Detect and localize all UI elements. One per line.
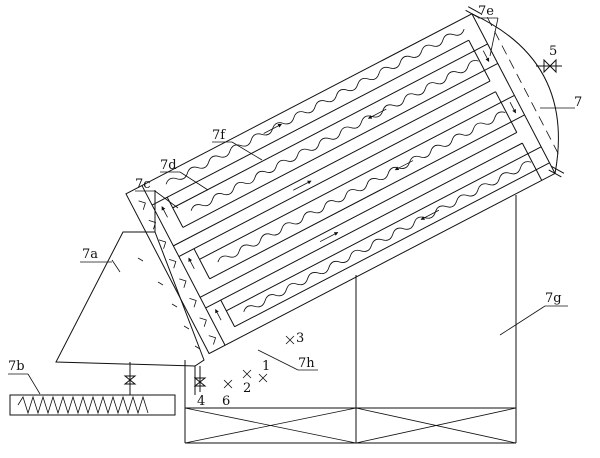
label-7h: 7h <box>298 356 315 371</box>
screw-conveyor <box>9 362 176 416</box>
support-frame <box>184 195 517 444</box>
label-7f: 7f <box>212 128 226 143</box>
label-6: 6 <box>222 394 230 409</box>
heat-channels <box>151 28 550 328</box>
labels: 7 7a 7b 7c 7d 7e 7f 7g 7h 1 2 3 4 5 6 <box>8 4 582 409</box>
label-7d: 7d <box>160 158 177 173</box>
label-7: 7 <box>574 95 582 110</box>
label-3: 3 <box>296 331 304 346</box>
label-5: 5 <box>549 44 557 59</box>
label-7a: 7a <box>82 247 98 262</box>
valve-5 <box>536 58 562 74</box>
label-1: 1 <box>262 359 270 374</box>
drum-body <box>125 6 565 355</box>
small-valves <box>223 335 295 389</box>
label-7g: 7g <box>545 291 562 306</box>
end-cap <box>471 13 559 174</box>
label-7c: 7c <box>135 177 151 192</box>
outlet-4 <box>193 366 207 392</box>
label-7e: 7e <box>478 4 494 19</box>
label-4: 4 <box>197 394 205 409</box>
label-2: 2 <box>243 381 251 396</box>
leader-lines <box>8 17 575 395</box>
label-7b: 7b <box>8 359 25 374</box>
